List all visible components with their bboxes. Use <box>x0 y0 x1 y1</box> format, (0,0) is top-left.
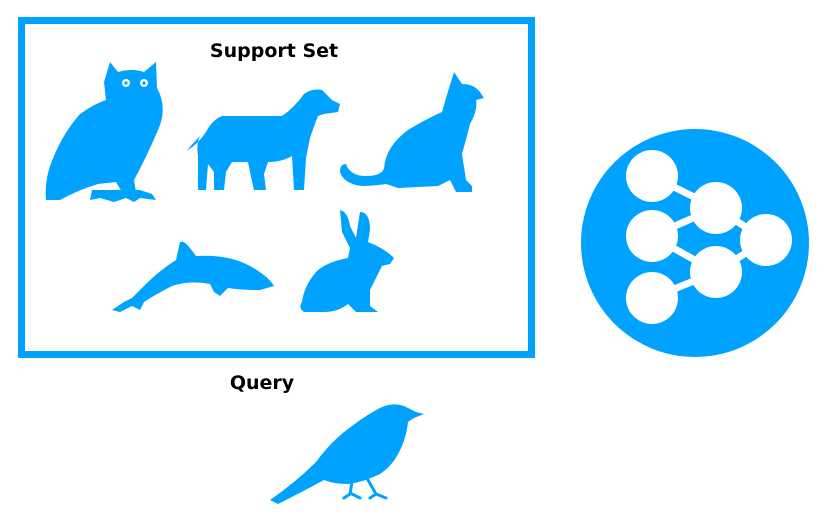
dog-icon <box>182 86 342 194</box>
neural-network-icon <box>580 128 812 360</box>
rabbit-icon <box>298 208 398 312</box>
dolphin-icon <box>110 240 276 316</box>
bird-icon <box>268 400 428 504</box>
owl-icon <box>40 58 164 206</box>
support-set-frame <box>18 17 535 358</box>
support-set-title: Support Set <box>209 40 339 62</box>
query-title: Query <box>229 372 295 394</box>
cat-icon <box>338 70 488 194</box>
